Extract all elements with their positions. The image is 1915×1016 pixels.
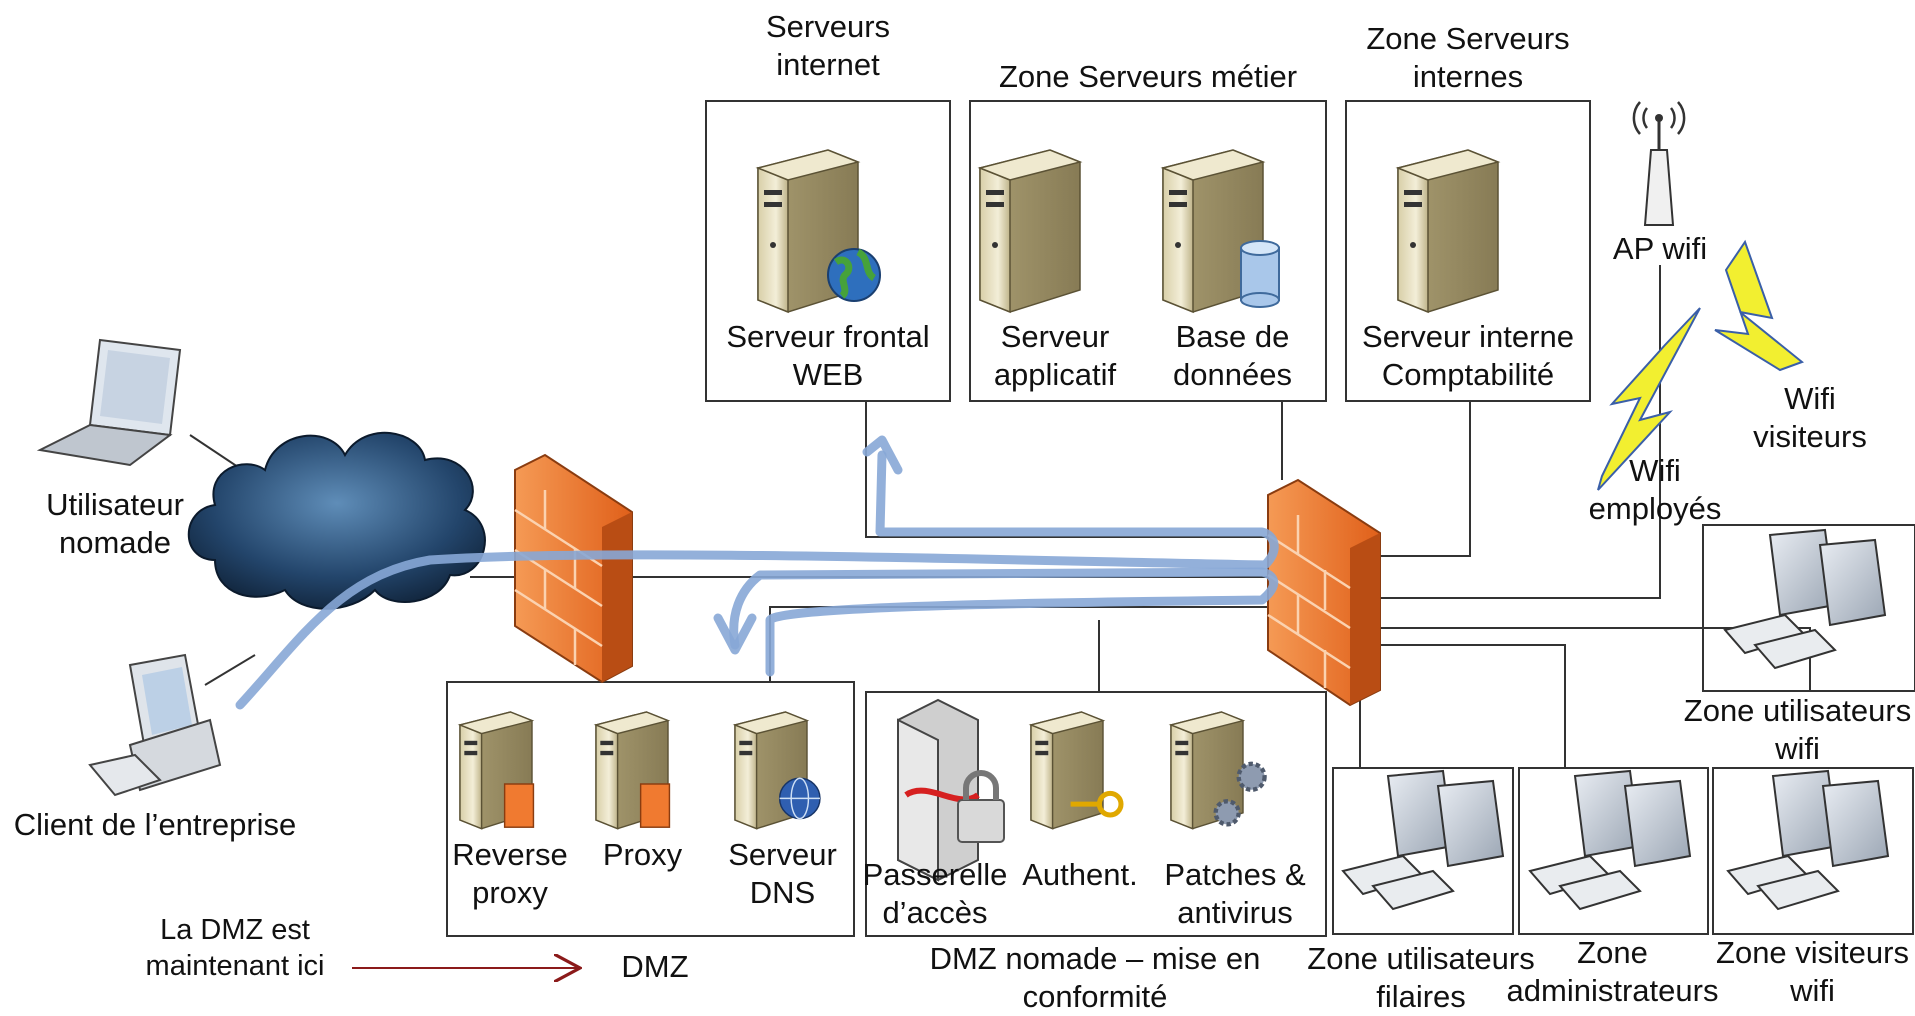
node-label-auth: Authent. <box>1022 857 1138 892</box>
node-label-reverse-proxy: Reverse proxy <box>452 837 568 910</box>
node-label-nomad-user: Utilisateur nomade <box>46 487 184 560</box>
server-auth-icon <box>1028 711 1124 830</box>
zone-label-wifi-visitors: Zone visiteurs wifi <box>1716 935 1909 1008</box>
server-patches-icon <box>1168 711 1267 830</box>
server-accounting-icon <box>1395 149 1501 314</box>
server-reverse-proxy-icon <box>457 711 535 830</box>
workstation-wired-users-icon <box>1341 769 1505 911</box>
zone-label-internet-servers: Serveurs internet <box>765 9 891 82</box>
workstation-admins-icon <box>1528 769 1692 911</box>
node-label-gateway: Passerelle d’accès <box>862 857 1008 930</box>
zone-label-admins: Zone administrateurs <box>1506 935 1719 1008</box>
traffic-flow-arrows <box>235 435 1279 710</box>
server-dns-icon <box>732 711 821 830</box>
internet-cloud-icon <box>187 431 486 610</box>
gateway-lock-icon <box>897 698 1005 882</box>
node-label-dns: Serveur DNS <box>728 837 837 910</box>
server-database-icon <box>1160 149 1280 314</box>
wifi-visitors-lightning-icon <box>1714 239 1805 372</box>
firewall-right-icon <box>1267 478 1381 707</box>
node-label-proxy: Proxy <box>602 837 683 872</box>
node-label-client: Client de l’entreprise <box>13 807 297 842</box>
node-label-web-front: Serveur frontal WEB <box>726 319 930 392</box>
wifi-access-point-icon <box>1632 101 1686 226</box>
client-pc-icon <box>88 653 222 797</box>
server-proxy-icon <box>593 711 671 830</box>
wifi-employees-lightning-icon <box>1597 307 1701 491</box>
workstation-wifi-users-icon <box>1723 528 1887 670</box>
node-label-database: Base de données <box>1173 319 1292 392</box>
server-web-front-icon <box>755 149 881 314</box>
server-app-icon <box>977 149 1083 314</box>
zone-label-business-servers: Zone Serveurs métier <box>998 59 1298 94</box>
zone-label-dmz: DMZ <box>621 949 689 984</box>
node-label-patches: Patches & antivirus <box>1164 857 1306 930</box>
node-label-accounting: Serveur interne Comptabilité <box>1362 319 1574 392</box>
annotation-text: La DMZ est maintenant ici <box>145 914 325 982</box>
workstation-wifi-visitors-icon <box>1726 769 1890 911</box>
zone-label-internal-servers: Zone Serveurs internes <box>1366 21 1570 94</box>
laptop-icon <box>36 338 182 467</box>
node-label-ap-wifi: AP wifi <box>1612 231 1708 266</box>
node-label-wifi-visitors: Wifi visiteurs <box>1753 381 1867 454</box>
zone-label-wifi-users: Zone utilisateurs wifi <box>1683 693 1912 766</box>
firewall-left-icon <box>514 453 633 684</box>
node-label-app-server: Serveur applicatif <box>993 319 1117 392</box>
node-label-wifi-employees: Wifi employés <box>1588 453 1722 526</box>
